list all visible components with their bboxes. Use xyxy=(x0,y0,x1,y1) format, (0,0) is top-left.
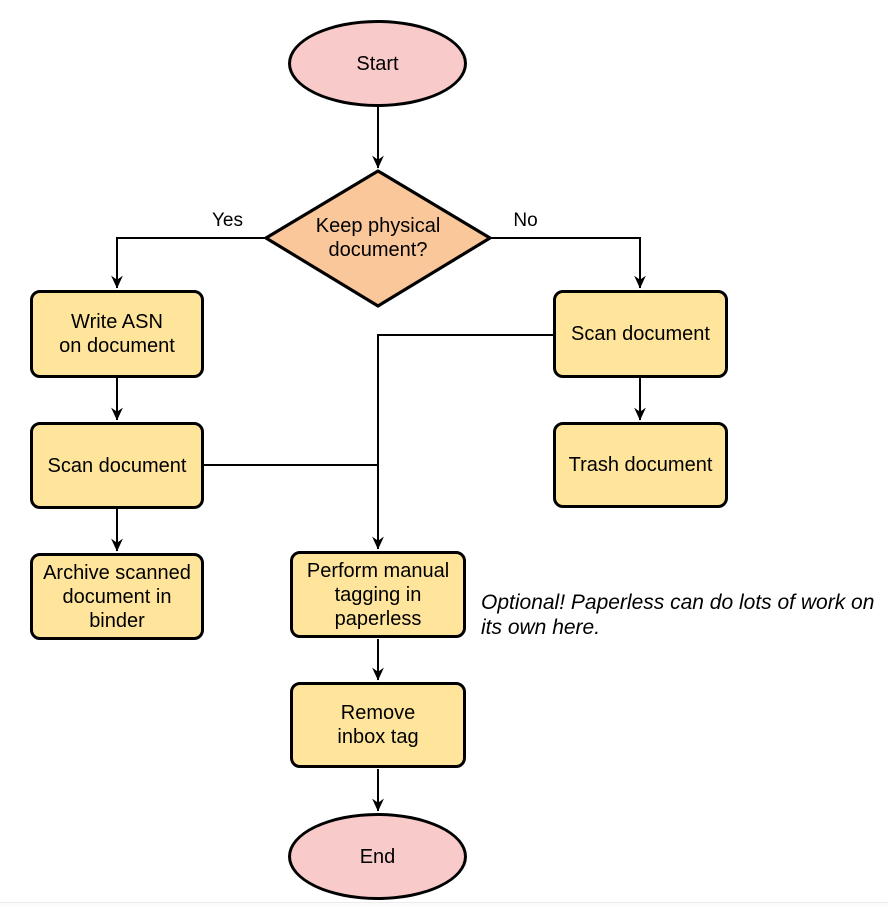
edge-scan-right-to-tagging xyxy=(372,334,553,550)
node-scan-document-right: Scan document xyxy=(553,290,728,378)
optional-note: Optional! Paperless can do lots of work … xyxy=(481,591,875,639)
bottom-divider xyxy=(0,902,888,903)
node-write-asn-label: Write ASN on document xyxy=(59,311,175,357)
node-end-label: End xyxy=(359,845,396,868)
edge-label-no: No xyxy=(513,210,538,231)
node-scan-document-left-label: Scan document xyxy=(47,454,187,477)
node-decision-label-overlay: Keep physical document? xyxy=(278,214,478,262)
edge-decision-yes-to-write-asn xyxy=(111,237,266,289)
node-end: End xyxy=(288,813,467,900)
bottom-strip xyxy=(0,903,888,907)
node-manual-tagging: Perform manual tagging in paperless xyxy=(290,551,466,638)
node-decision-label: Keep physical document? xyxy=(315,215,441,261)
node-scan-document-left: Scan document xyxy=(30,422,204,509)
node-remove-inbox-tag-label: Remove inbox tag xyxy=(337,702,419,748)
edge-decision-no-to-scan-right xyxy=(490,237,646,289)
decision-diamond-shape xyxy=(264,169,492,308)
node-archive-binder-label: Archive scanned document in binder xyxy=(43,561,191,632)
node-trash-document-label: Trash document xyxy=(568,454,713,476)
node-manual-tagging-label: Perform manual tagging in paperless xyxy=(306,559,450,630)
node-trash-document: Trash document xyxy=(553,422,728,508)
node-remove-inbox-tag: Remove inbox tag xyxy=(290,682,466,768)
node-start: Start xyxy=(288,20,467,107)
node-write-asn: Write ASN on document xyxy=(30,290,204,378)
node-archive-binder: Archive scanned document in binder xyxy=(30,553,204,640)
node-start-label: Start xyxy=(356,52,399,75)
node-scan-document-right-label: Scan document xyxy=(571,323,710,345)
edge-label-yes: Yes xyxy=(212,210,243,231)
